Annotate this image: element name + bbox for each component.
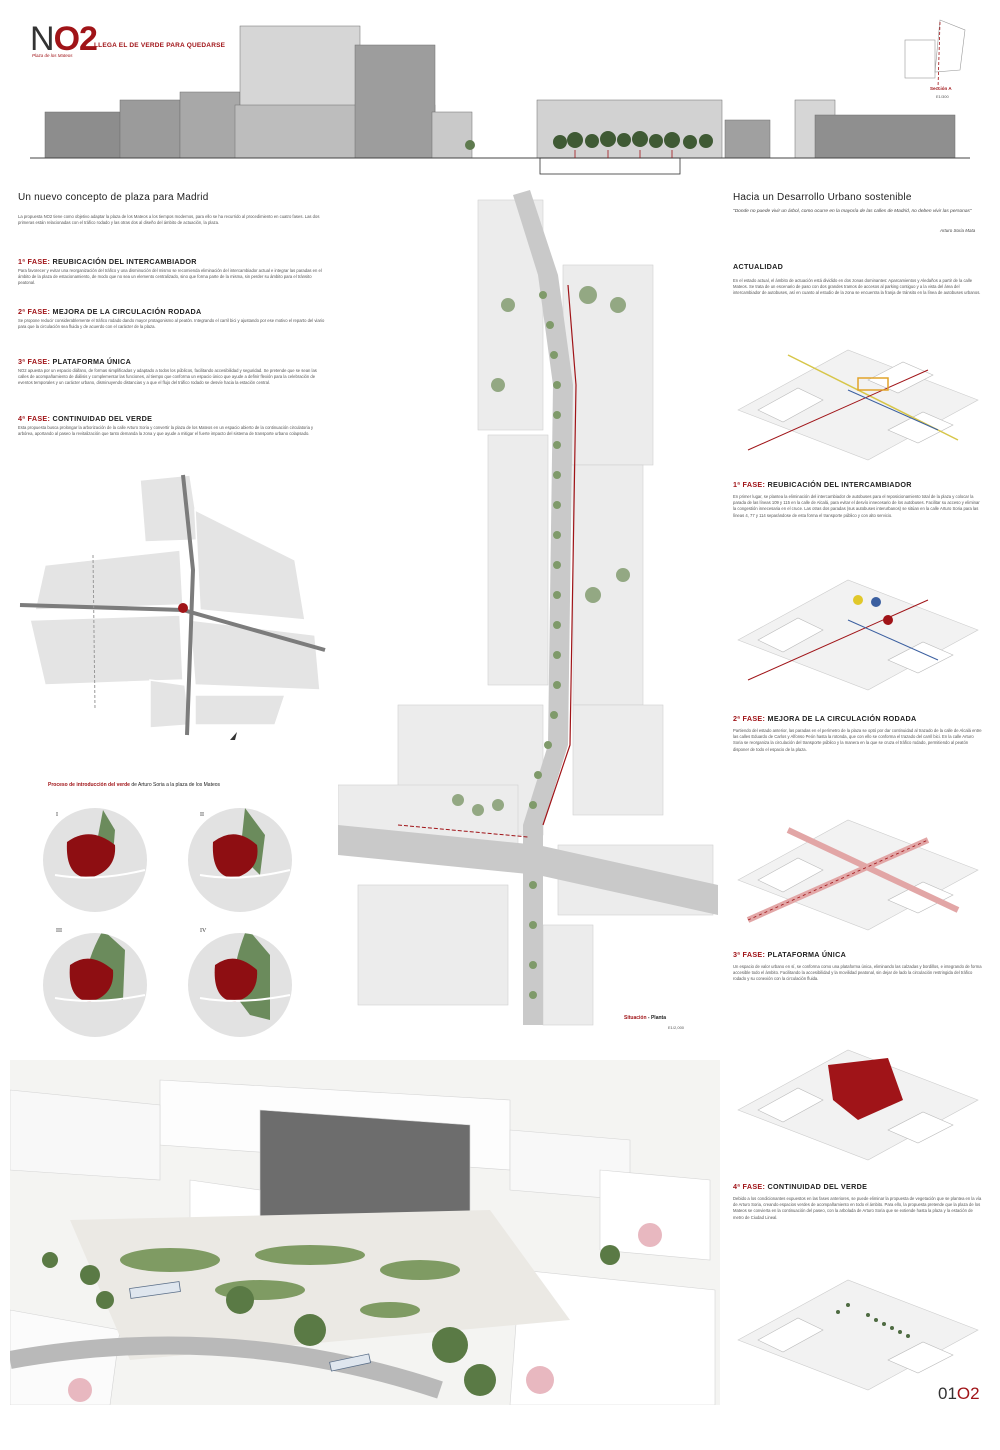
location-map [19,474,326,740]
phase-3-text: NO2 apuesta por un espacio diáfano, de f… [18,368,317,386]
right-heading: Hacia un Desarrollo Urbano sostenible [733,192,912,203]
right-phase-3-text: Un espacio de valor urbano en sí, se con… [733,964,982,982]
section-elevation [30,19,970,175]
phase-2-text: Se propone reducir considerablemente el … [18,318,325,330]
circle-label-iv: IV [200,928,207,934]
site-plan [338,190,718,1026]
logo: NO2 [30,20,98,58]
axo-fase-1 [737,579,979,691]
circle-ii [188,808,292,912]
circle-label-i: I [56,812,58,818]
section-scale: E1/300 [936,94,949,99]
section-label: Sección A [930,86,952,91]
axo-fase-4 [737,1279,979,1391]
plan-label: Situación - Planta [624,1015,666,1021]
right-phase-4-title: 4ª FASE: CONTINUIDAD DEL VERDE [733,1182,868,1191]
right-phase-4-text: Debido a los condicionantes expuestos en… [733,1196,982,1220]
circle-iv [188,933,292,1037]
process-diagrams [43,808,292,1037]
actualidad-text: En el estado actual, el ámbito de actuac… [733,278,981,296]
phase-axonometrics [737,349,979,1391]
circle-label-ii: II [200,812,204,818]
phase-4-text: Esta propuesta busca prolongar la arbori… [18,425,314,437]
phase-1-text: Para favorecer y evitar una reorganizaci… [18,268,322,286]
plan-scale: E1/2,000 [668,1025,685,1030]
circle-label-iii: III [56,928,62,934]
process-title: Proceso de introducción del verde de Art… [48,782,221,788]
logo-o: O [53,20,80,58]
right-phase-2-title: 2ª FASE: MEJORA DE LA CIRCULACIÓN RODADA [733,714,917,723]
logo-two: 2 [79,20,98,58]
axo-actualidad [737,349,979,461]
left-heading: Un nuevo concepto de plaza para Madrid [18,192,209,203]
quote: "Donde no puede vivir un árbol, como ocu… [733,209,972,214]
phase-3-title: 3ª FASE: PLATAFORMA ÚNICA [18,357,132,366]
right-phase-2-text: Partiendo del estado anterior, las parad… [733,728,982,752]
axo-fase-2 [737,819,979,931]
phase-2-title: 2ª FASE: MEJORA DE LA CIRCULACIÓN RODADA [18,307,202,316]
quote-author: Arturo Soria Mata [940,228,976,233]
right-phase-1-title: 1ª FASE: REUBICACIÓN DEL INTERCAMBIADOR [733,480,912,489]
left-intro: La propuesta NO2 tiene como objetivo ada… [18,214,320,226]
circle-i [43,808,147,912]
right-phase-1-text: En primer lugar, se plantea la eliminaci… [733,494,980,518]
axo-fase-3 [737,1049,979,1161]
actualidad-title: ACTUALIDAD [733,262,784,271]
logo-n: N [30,20,55,58]
circle-iii [43,933,147,1037]
right-phase-3-title: 3ª FASE: PLATAFORMA ÚNICA [733,950,847,959]
aerial-render [10,1060,720,1405]
sheet-code: 01O2 [938,1384,980,1403]
subtitle: Plaza de los Mateos [32,53,73,58]
phase-1-title: 1ª FASE: REUBICACIÓN DEL INTERCAMBIADOR [18,257,197,266]
tagline: LLEGA EL DE VERDE PARA QUEDARSE [94,42,226,49]
phase-4-title: 4ª FASE: CONTINUIDAD DEL VERDE [18,414,153,423]
